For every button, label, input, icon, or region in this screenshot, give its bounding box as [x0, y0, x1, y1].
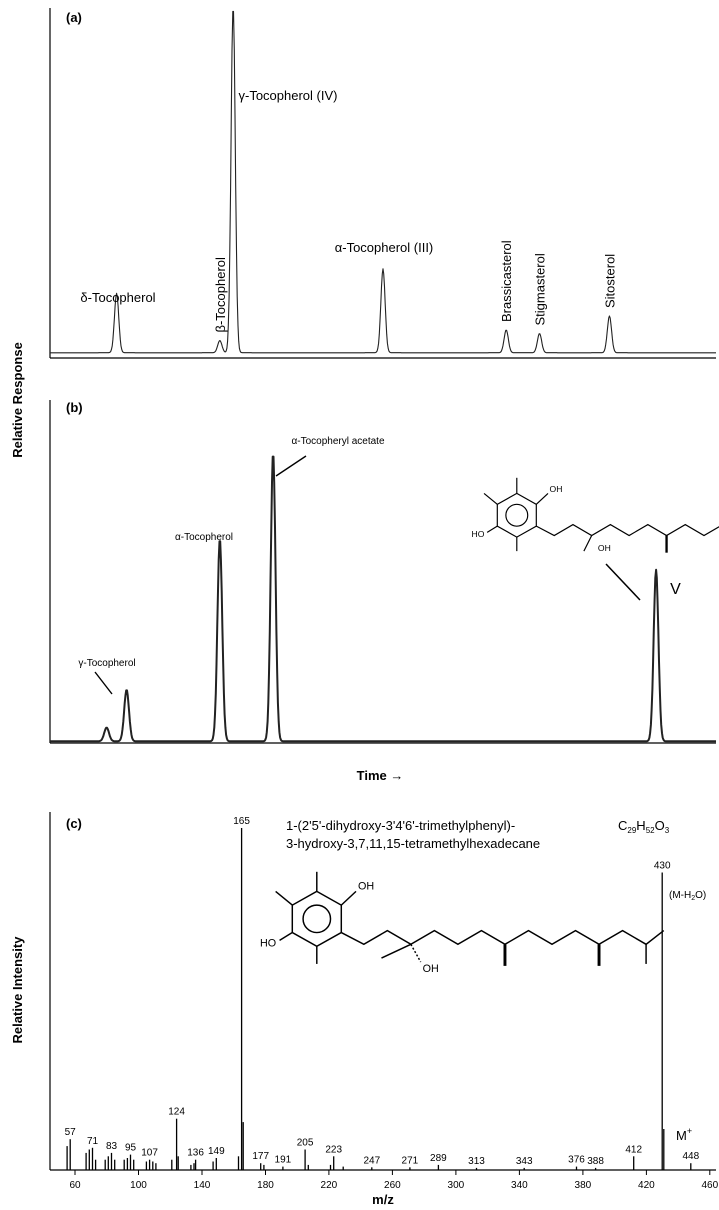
peak-label-tocopherol-1: β-Tocopherol — [213, 257, 228, 333]
panel-a-peak-labels: δ-Tocopherol β-Tocopherol γ-Tocopherol (IV… — [80, 88, 617, 333]
peak-label-brassicasterol-4: Brassicasterol — [499, 240, 514, 322]
x-tick-label-100: 100 — [130, 1180, 147, 1191]
panel-c-x-ticks: 60 100 140 180 220 260 300 340 380 420 460 — [69, 1170, 719, 1191]
annotation-molecular-ion: M+ — [676, 1126, 692, 1143]
svg-text:HO: HO — [472, 529, 485, 539]
x-tick-label-420: 420 — [638, 1180, 655, 1191]
spectrum-peak-label-412: 412 — [625, 1144, 642, 1155]
x-axis-label-c: m/z — [372, 1192, 394, 1207]
compound-name-line2: 3-hydroxy-3,7,11,15-tetramethylhexadecan… — [286, 836, 540, 851]
x-tick-label-340: 340 — [511, 1180, 528, 1191]
x-tick-label-140: 140 — [194, 1180, 211, 1191]
peak-label-sitosterol-6: Sitosterol — [602, 254, 617, 308]
panel-c-label: (c) — [66, 816, 82, 831]
spectrum-peak-label-177: 177 — [252, 1151, 269, 1162]
panel-a: (a) δ-Tocopherol β-Tocopherol γ-Tocopherol… — [49, 8, 716, 359]
structure-c-image: OH HO OH — [260, 871, 665, 975]
spectrum-peak-label-124: 124 — [168, 1107, 185, 1118]
peak-label-tocopherol-iii-3: α-Tocopherol (III) — [335, 240, 434, 255]
panel-a-label: (a) — [66, 10, 82, 25]
panel-b-peak-labels: γ-Tocopherol α-Tocopherol α-Tocopheryl ace… — [78, 436, 681, 695]
spectrum-peak-label-83: 83 — [106, 1141, 118, 1152]
panel-b-label: (b) — [66, 400, 83, 415]
compound-name-line1: 1-(2'5'-dihydroxy-3'4'6'-trimethylphenyl… — [286, 818, 515, 833]
panel-a-trace — [50, 10, 716, 354]
x-tick-label-180: 180 — [257, 1180, 274, 1191]
x-tick-label-460: 460 — [701, 1180, 718, 1191]
spectrum-peak-label-107: 107 — [141, 1148, 158, 1159]
spectrum-peak-label-388: 388 — [587, 1156, 604, 1167]
y-axis-label-c: Relative Intensity — [10, 936, 25, 1044]
spectrum-peak-label-376: 376 — [568, 1155, 585, 1166]
peak-label-tocopheryl-acetate-3: α-Tocopheryl acetate — [291, 436, 384, 447]
x-tick-label-260: 260 — [384, 1180, 401, 1191]
svg-text:OH: OH — [423, 963, 439, 975]
structure-v-pointer — [605, 563, 641, 601]
spectrum-peak-label-149: 149 — [208, 1146, 225, 1157]
spectrum-peak-label-71: 71 — [87, 1136, 99, 1147]
spectrum-peak-label-165: 165 — [233, 816, 250, 827]
x-tick-label-220: 220 — [321, 1180, 338, 1191]
svg-text:HO: HO — [260, 937, 276, 949]
peak-label-tocopherol-2: α-Tocopherol — [175, 532, 233, 543]
x-tick-label-380: 380 — [575, 1180, 592, 1191]
spectrum-peak-label-313: 313 — [468, 1156, 485, 1167]
panel-c-peak-labels: 57 71 83 95 107 124 136 149 165 177 191 205 223 247 27… — [65, 816, 700, 1167]
svg-text:OH: OH — [550, 484, 563, 494]
peak-label-tocopherol-iv-2: γ-Tocopherol (IV) — [239, 88, 338, 103]
peak-label-stigmasterol-5: Stigmasterol — [533, 253, 548, 325]
structure-v-image: OH HO OH — [472, 477, 719, 553]
spectrum-peak-label-271: 271 — [402, 1155, 419, 1166]
panel-c-peaks — [66, 828, 692, 1170]
x-axis-label-ab: Time → — [357, 768, 404, 783]
pointer-gamma-tocopherol — [94, 671, 113, 695]
annotation-m-h2o: (M-H2O) — [669, 890, 706, 902]
peak-label-tocopherol-0: δ-Tocopherol — [80, 290, 155, 305]
spectrum-peak-label-247: 247 — [363, 1155, 380, 1166]
spectrum-peak-label-191: 191 — [275, 1155, 292, 1166]
spectrum-peak-label-205: 205 — [297, 1138, 314, 1149]
x-tick-label-300: 300 — [448, 1180, 465, 1191]
pointer-alpha-tocopheryl-acetate — [275, 455, 307, 477]
spectrum-peak-label-448: 448 — [682, 1151, 699, 1162]
spectrum-peak-label-289: 289 — [430, 1153, 447, 1164]
molecular-formula: C29H52O3 — [618, 818, 670, 835]
peak-label-tocopherol-1: γ-Tocopherol — [78, 658, 135, 669]
spectrum-peak-label-430: 430 — [654, 861, 671, 872]
spectrum-peak-label-57: 57 — [65, 1127, 77, 1138]
svg-text:OH: OH — [358, 880, 374, 892]
panel-b: (b) γ-Tocopherol α-Tocopherol α-Tocopheryl… — [49, 400, 719, 744]
peak-label-v-4: V — [670, 581, 681, 598]
spectrum-peak-label-343: 343 — [516, 1156, 533, 1167]
y-axis-label-ab: Relative Response — [10, 342, 25, 458]
spectrum-peak-label-95: 95 — [125, 1143, 137, 1154]
panel-b-trace — [49, 455, 717, 743]
panel-c: (c) 57 71 83 95 107 124 136 149 165 177 191 205 223 2… — [49, 812, 719, 1191]
x-tick-label-60: 60 — [69, 1180, 81, 1191]
spectrum-peak-label-136: 136 — [187, 1148, 204, 1159]
svg-text:OH: OH — [598, 543, 611, 553]
spectrum-peak-label-223: 223 — [325, 1144, 342, 1155]
